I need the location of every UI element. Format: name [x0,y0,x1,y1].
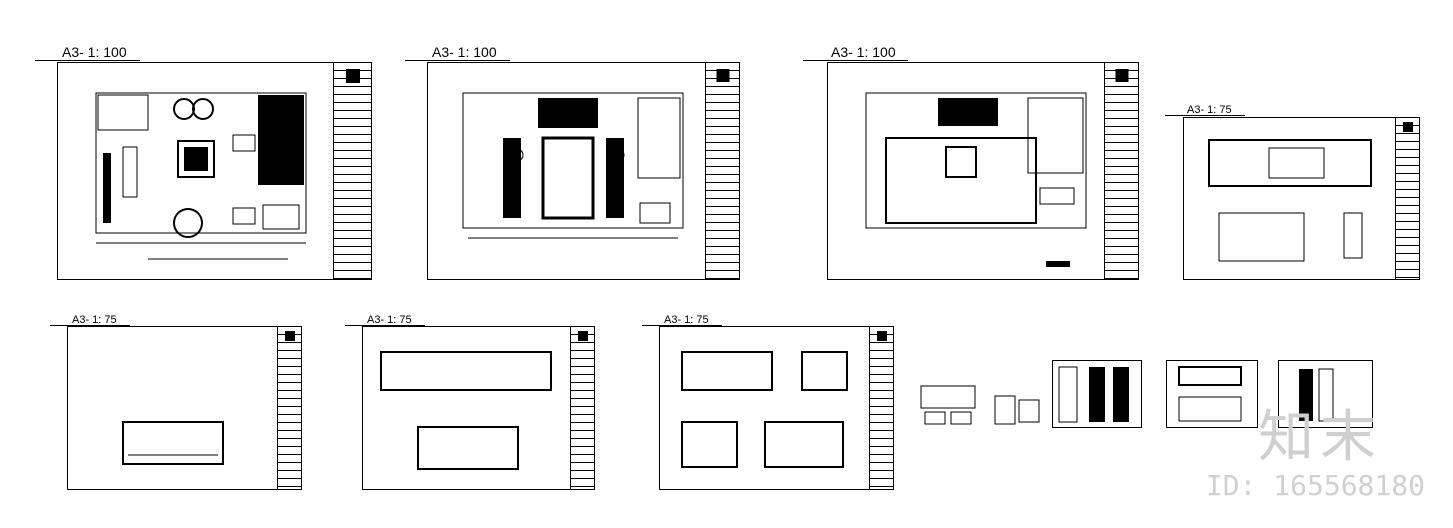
sheet-5-logo [284,331,295,341]
elevation-drawing [462,92,684,239]
sheet-3-scale-label: A3- 1: 100 [831,44,896,60]
thumbnail-3-drawing [1058,366,1129,423]
sheet-5-elevation[interactable] [67,326,302,490]
sheet-4-elevations[interactable] [1183,117,1420,280]
sheet-2-scale-label: A3- 1: 100 [432,44,497,60]
thumbnail-5-drawing [1299,368,1334,422]
sheet-6-title-block [570,327,594,489]
sheet-1-logo [345,69,360,83]
sheet-6-elevations[interactable] [362,326,595,490]
thumbnail-sheet-3[interactable] [1052,360,1142,428]
sheet-6-label-underline [345,325,425,326]
thumbnail-sheet-5[interactable] [1278,360,1373,428]
sheet-2-label-underline [405,60,510,61]
thumbnail-sheet-4[interactable] [1166,360,1258,428]
sheet-1-label-underline [35,60,140,61]
sheet-4-title-block [1395,118,1419,279]
sheet-3-title-block [1104,63,1138,279]
sheet-2-elevation[interactable] [427,62,740,280]
sheet-5-scale-label: A3- 1: 75 [72,314,117,326]
thumbnail-2-drawing [994,395,1040,425]
sheet-4-label-underline [1165,115,1245,116]
sheet-7-label-underline [642,325,722,326]
sheet-4-drawing [1208,139,1372,262]
sheet-2-title-block [705,63,739,279]
watermark-logo: 知末 [1258,405,1382,470]
sheet-7-logo [876,331,887,341]
sheet-5-drawing [122,421,224,465]
sheet-6-drawing [380,351,552,470]
sheet-5-label-underline [50,325,130,326]
thumbnail-sheet-1[interactable] [917,382,979,428]
sheet-3-ceiling-plan[interactable] [827,62,1139,280]
ceiling-plan-drawing [865,92,1087,267]
watermark-id: ID: 165568180 [1205,469,1425,502]
thumbnail-4-drawing [1178,366,1242,422]
sheet-7-drawing [681,351,848,468]
sheet-1-scale-label: A3- 1: 100 [62,44,127,60]
sheet-3-label-underline [803,60,908,61]
sheet-4-logo [1402,122,1413,132]
sheet-3-logo [1115,69,1128,82]
thumbnail-sheet-2[interactable] [993,394,1043,428]
sheet-7-title-block [869,327,893,489]
sheet-6-logo [577,331,588,341]
sheet-7-scale-label: A3- 1: 75 [664,314,709,326]
sheet-6-scale-label: A3- 1: 75 [367,314,412,326]
sheet-4-scale-label: A3- 1: 75 [1187,104,1232,116]
thumbnail-1-drawing [920,385,976,425]
sheet-1-title-block [333,63,371,279]
floor-plan-drawing [95,92,307,260]
sheet-5-title-block [277,327,301,489]
sheet-1-floor-plan[interactable] [57,62,372,280]
sheet-2-logo [716,69,729,82]
sheet-7-elevations[interactable] [659,326,894,490]
